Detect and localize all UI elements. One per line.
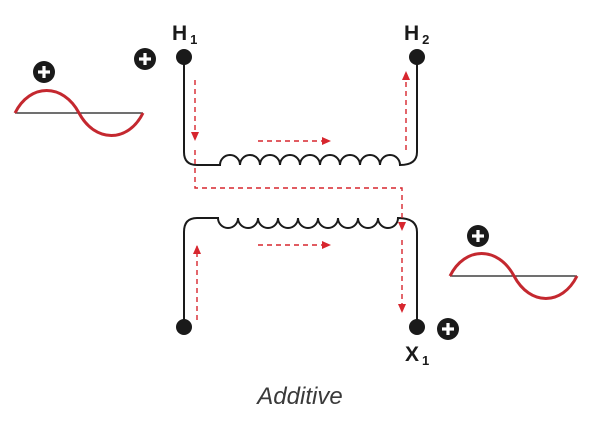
x1-letter: X xyxy=(405,343,419,366)
plus-circle-icon xyxy=(33,61,55,83)
primary-waveform xyxy=(13,89,145,137)
primary-winding xyxy=(183,58,418,167)
secondary-winding xyxy=(183,216,418,327)
h2-subscript: 2 xyxy=(422,32,429,47)
plus-circle-icon xyxy=(437,318,459,340)
x1-terminal-dot xyxy=(409,319,425,335)
x2-terminal-dot xyxy=(176,319,192,335)
diagram-caption: Additive xyxy=(255,383,342,410)
plus-circle-icon xyxy=(134,48,156,70)
h1-letter: H xyxy=(172,22,187,45)
secondary-waveform xyxy=(448,252,579,300)
h2-letter: H xyxy=(404,22,419,45)
h1-subscript: 1 xyxy=(190,32,197,47)
plus-circle-icon xyxy=(467,225,489,247)
x1-subscript: 1 xyxy=(422,353,429,368)
crossover-flow-path xyxy=(194,150,406,231)
h1-terminal-dot xyxy=(176,49,192,65)
h2-terminal-dot xyxy=(409,49,425,65)
current-flow-arrows xyxy=(191,71,410,320)
